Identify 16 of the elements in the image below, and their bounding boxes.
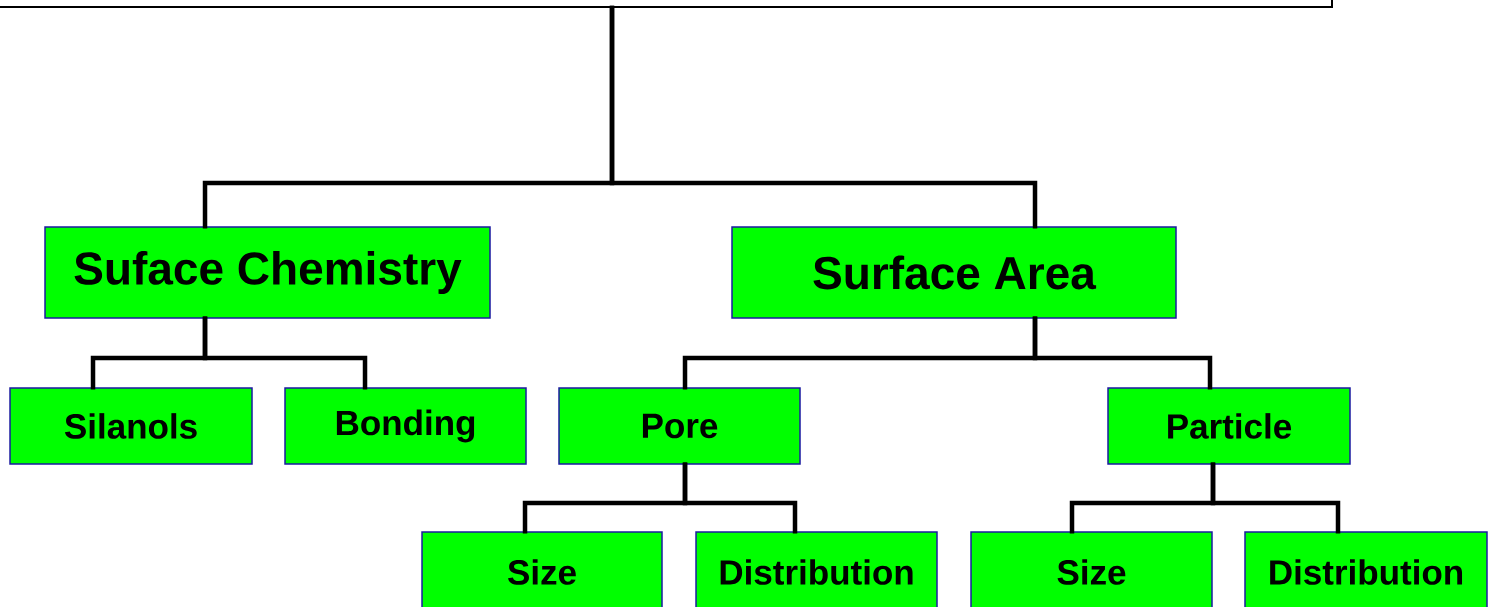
- category-box: Silanols: [9, 387, 253, 465]
- category-box: Suface Chemistry: [44, 226, 491, 319]
- category-box: Particle: [1107, 387, 1351, 465]
- connector-line: [682, 462, 798, 534]
- category-box: Surface Area: [731, 226, 1177, 319]
- connector-line: [609, 5, 1038, 229]
- connector-line: [1210, 462, 1341, 534]
- root-box: [0, 0, 1333, 8]
- category-box: Bonding: [284, 387, 527, 465]
- connector-line: [1032, 316, 1213, 390]
- category-box: Distribution: [695, 531, 938, 607]
- category-box: Size: [970, 531, 1213, 607]
- category-box: Distribution: [1244, 531, 1488, 607]
- category-box: Pore: [558, 387, 801, 465]
- category-box: Size: [421, 531, 663, 607]
- connector-line: [202, 316, 368, 390]
